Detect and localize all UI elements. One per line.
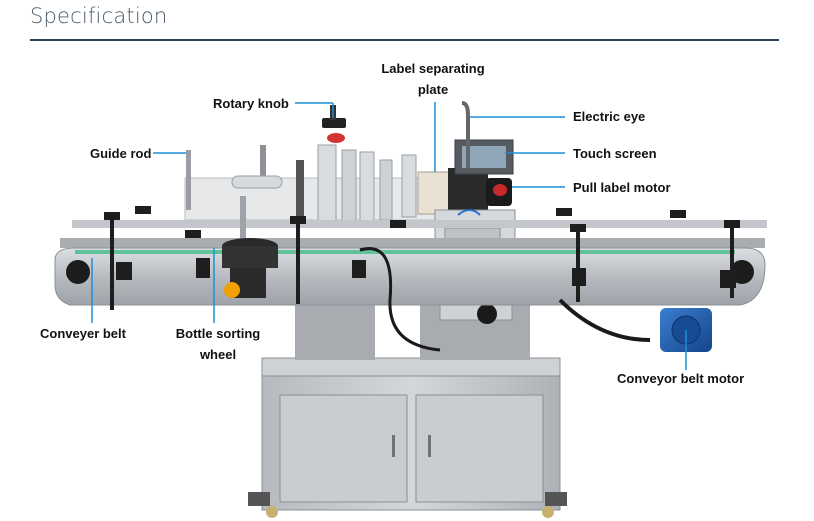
callout-lines — [91, 102, 687, 370]
label-separating-plate-line2: plate — [417, 82, 449, 97]
label-separating-plate-caption: Label separating plate — [378, 60, 488, 98]
bottle-sorting-wheel-caption: Bottle sorting wheel — [170, 325, 266, 363]
pull-label-motor-caption: Pull label motor — [573, 180, 671, 195]
conveyer-belt-caption: Conveyer belt — [40, 326, 126, 341]
label-separating-plate-line1: Label separating — [381, 61, 485, 76]
conveyor-belt-motor-caption: Conveyor belt motor — [617, 371, 745, 386]
machine-cabinet — [248, 357, 567, 518]
guide-assembly — [184, 105, 441, 226]
electric-eye-caption: Electric eye — [573, 109, 646, 124]
bottle-sorting-wheel-line2: wheel — [199, 347, 237, 362]
touch-screen-caption: Touch screen — [573, 146, 657, 161]
bottle-sorting-wheel — [222, 196, 278, 298]
guide-rod-caption: Guide rod — [90, 146, 152, 161]
rotary-knob-caption: Rotary knob — [213, 96, 289, 111]
section-title: Specification — [30, 4, 168, 28]
title-divider — [30, 39, 779, 41]
bottle-sorting-wheel-line1: Bottle sorting — [175, 326, 261, 341]
